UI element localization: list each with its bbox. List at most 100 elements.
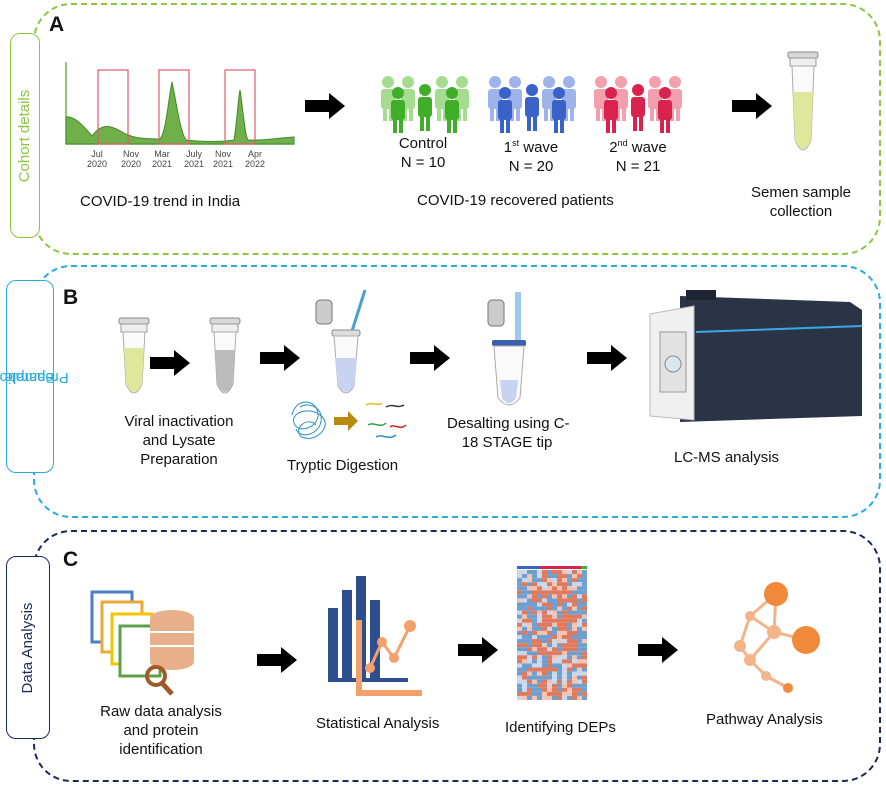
heatmap-cell [572,671,577,676]
heatmap-cell [537,626,542,631]
arrow-right-icon [257,647,297,673]
cohort-side-label-box: Cohort details [10,33,40,238]
heatmap-cell [552,687,557,692]
heatmap-cell [572,691,577,696]
heatmap-cell [582,679,587,684]
heatmap-cell [582,630,587,635]
heatmap-cell [522,635,527,640]
heatmap-cell [567,574,572,579]
heatmap-cell [557,671,562,676]
heatmap-cell [562,622,567,627]
heatmap-cell [567,582,572,587]
heatmap-cell [527,691,532,696]
heatmap-cell [537,635,542,640]
heatmap-cell [582,594,587,599]
heatmap-cell [557,691,562,696]
heatmap-cell [527,594,532,599]
heatmap-cell [517,683,522,688]
heatmap-cell [532,594,537,599]
heatmap-cell [547,610,552,615]
heatmap-cell [577,614,582,619]
heatmap-cell [577,687,582,692]
heatmap-cell [547,663,552,668]
desalting-caption: Desalting using C-18 STAGE tip [447,415,570,451]
heatmap-cell [532,606,537,611]
heatmap-cell [537,683,542,688]
heatmap-cell [582,606,587,611]
heatmap-cell [532,671,537,676]
heatmap-cell [582,586,587,591]
heatmap-cell [537,594,542,599]
heatmap-cell [537,655,542,660]
heatmap-cell [547,618,552,623]
heatmap-cell [537,651,542,656]
heatmap-cell [577,651,582,656]
heatmap-cell [562,618,567,623]
heatmap-cell [542,667,547,672]
heatmap-cell [522,594,527,599]
heatmap-cell [562,671,567,676]
pathway-network-icon [734,582,820,693]
heatmap-cell [547,598,552,603]
heatmap-cell [522,590,527,595]
heatmap-cell [567,691,572,696]
heatmap-cell [517,610,522,615]
heatmap-cell [522,606,527,611]
heatmap-cell [532,578,537,583]
heatmap-cell [572,643,577,648]
arrow-right-icon [458,637,498,663]
heatmap-cell [582,574,587,579]
heatmap-cell [542,594,547,599]
heatmap-cell [567,643,572,648]
heatmap-cell [517,626,522,631]
arrow-right-icon [638,637,678,663]
heatmap-cell [557,675,562,680]
heatmap-cell [542,683,547,688]
heatmap-cell [577,679,582,684]
heatmap-cell [547,635,552,640]
heatmap-cell [542,687,547,692]
heatmap-cell [527,618,532,623]
heatmap-cell [582,659,587,664]
heatmap-cell [522,687,527,692]
heatmap-cell [542,651,547,656]
heatmap-cell [517,667,522,672]
deps-caption: Identifying DEPs [505,719,616,736]
heatmap-cell [527,647,532,652]
heatmap-cell [547,675,552,680]
heatmap-cell [582,582,587,587]
lysate-tube-grey-icon [209,317,241,394]
heatmap-cell [517,679,522,684]
lcms-caption: LC-MS analysis [674,449,780,466]
heatmap-cell [542,639,547,644]
heatmap-cell [562,675,567,680]
heatmap-cell [517,695,522,700]
heatmap-cell [582,602,587,607]
arrow-right-icon [587,345,627,371]
heatmap-cell [537,667,542,672]
heatmap-cell [522,614,527,619]
heatmap-cell [567,570,572,575]
heatmap-cell [547,671,552,676]
heatmap-cell [577,626,582,631]
heatmap-cell [537,679,542,684]
heatmap-cell [532,635,537,640]
heatmap-cell [567,655,572,660]
heatmap-cell [522,647,527,652]
heatmap-cell [557,643,562,648]
heatmap-cell [522,586,527,591]
heatmap-cell [582,578,587,583]
heatmap-cell [562,659,567,664]
heatmap-cell [547,695,552,700]
heatmap-cell [547,655,552,660]
arrow-right-icon [150,350,190,376]
heatmap-cell [547,651,552,656]
heatmap-cell [522,598,527,603]
cohort-side-label: Cohort details [16,89,33,182]
heatmap-cell [537,606,542,611]
heatmap-cell [527,679,532,684]
heatmap-cell [567,651,572,656]
heatmap-cell [517,618,522,623]
heatmap-cell [552,606,557,611]
